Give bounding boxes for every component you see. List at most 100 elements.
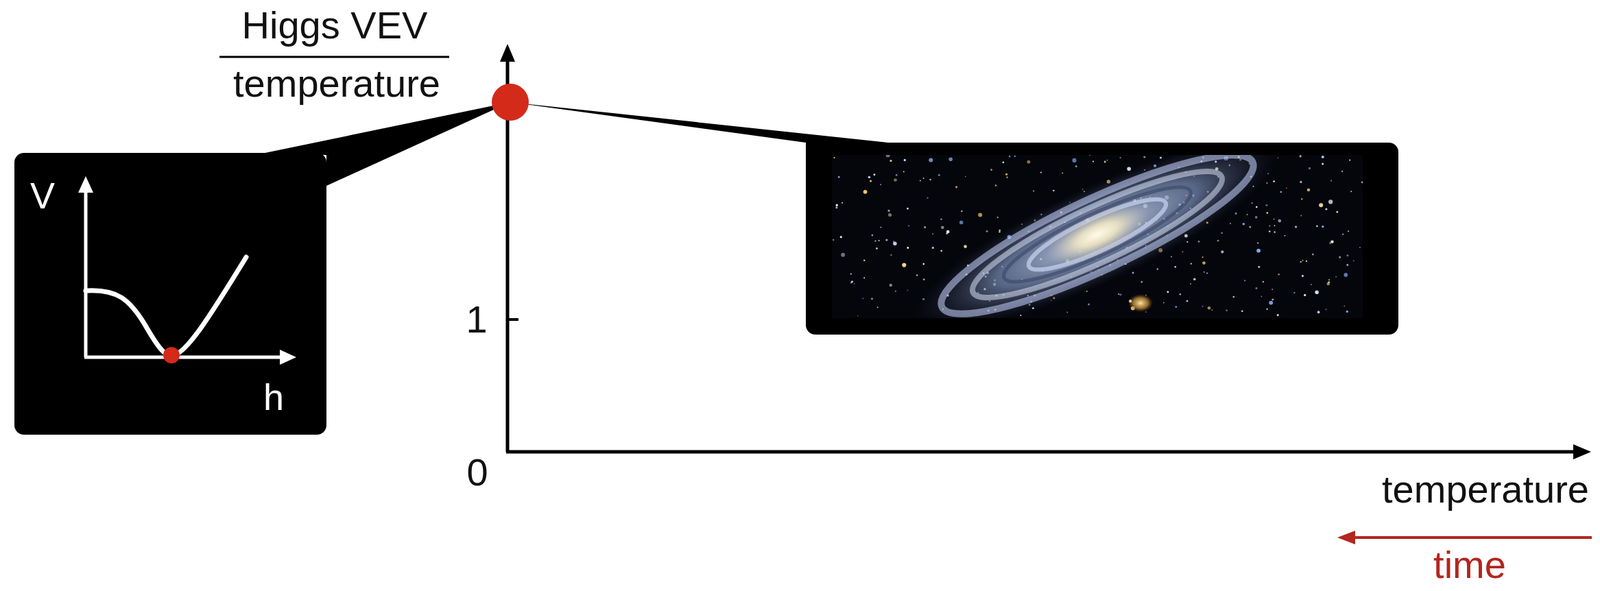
star <box>1255 206 1258 208</box>
star <box>1119 157 1121 159</box>
star <box>877 240 880 242</box>
star <box>1300 198 1303 200</box>
arrow-head <box>1573 444 1592 460</box>
star <box>1174 305 1177 308</box>
star <box>903 171 905 173</box>
star <box>886 154 891 158</box>
star <box>1014 155 1016 158</box>
star <box>1089 154 1091 156</box>
star <box>862 297 864 300</box>
star <box>1248 226 1251 229</box>
tick-label: 1 <box>465 300 487 339</box>
star <box>1233 296 1235 298</box>
star <box>892 240 895 243</box>
tick-mark <box>507 318 519 321</box>
star <box>879 226 882 228</box>
star <box>1174 266 1177 268</box>
star <box>1316 292 1318 294</box>
companion-galaxy <box>1128 294 1153 313</box>
galaxy <box>897 154 1299 319</box>
star <box>835 206 838 209</box>
time-label: time <box>1433 545 1507 585</box>
star <box>906 207 909 210</box>
star <box>874 240 876 242</box>
star <box>1310 283 1312 286</box>
star <box>1006 176 1009 179</box>
star <box>1008 155 1011 158</box>
star <box>1166 290 1169 293</box>
star <box>890 254 892 256</box>
star <box>928 158 933 163</box>
star <box>923 226 926 229</box>
star <box>1343 272 1348 278</box>
star <box>1156 268 1159 271</box>
arrow-head <box>1337 530 1356 545</box>
star <box>1260 296 1262 298</box>
star <box>986 230 989 233</box>
star <box>1316 225 1319 228</box>
star <box>840 253 845 258</box>
star <box>1220 250 1224 254</box>
star <box>1255 216 1258 219</box>
star <box>1225 309 1227 312</box>
star <box>1277 219 1282 223</box>
star <box>1256 248 1261 254</box>
star <box>1300 215 1302 217</box>
star <box>888 213 892 217</box>
galaxy-halo <box>897 154 1299 319</box>
star <box>1202 305 1204 308</box>
star <box>1314 290 1319 295</box>
star <box>1242 222 1245 225</box>
callout-box <box>805 142 1399 335</box>
star <box>1276 314 1280 317</box>
star <box>1235 212 1238 215</box>
state-dot <box>491 83 529 121</box>
star <box>1359 246 1361 249</box>
star <box>1285 187 1288 189</box>
star <box>1328 199 1333 204</box>
star <box>869 179 872 182</box>
star <box>1143 155 1146 158</box>
star <box>887 209 890 212</box>
star <box>1335 276 1337 278</box>
star <box>1071 158 1077 163</box>
star <box>1193 277 1197 281</box>
star <box>1268 230 1271 233</box>
star <box>1075 165 1078 168</box>
star <box>1311 253 1315 256</box>
star <box>1327 281 1330 284</box>
star <box>960 210 963 213</box>
star <box>1211 309 1214 311</box>
fraction-bar <box>219 56 450 59</box>
star <box>906 246 909 249</box>
star <box>1324 207 1328 210</box>
star <box>1342 233 1344 236</box>
star <box>1026 160 1031 164</box>
star <box>1201 256 1203 258</box>
star <box>1347 230 1349 232</box>
star <box>1262 281 1265 284</box>
star <box>895 174 898 177</box>
star <box>1119 293 1122 296</box>
star <box>838 176 841 179</box>
star <box>1335 211 1339 214</box>
star <box>894 290 897 293</box>
star <box>1317 310 1321 314</box>
star <box>1346 264 1349 267</box>
star <box>1106 159 1109 162</box>
star <box>1066 312 1068 314</box>
star <box>1277 273 1280 276</box>
star <box>1321 162 1324 165</box>
star <box>948 157 953 162</box>
star <box>1346 310 1349 313</box>
star <box>1132 272 1135 275</box>
star <box>938 174 941 177</box>
star <box>1104 160 1107 163</box>
star <box>877 306 879 308</box>
star <box>940 225 945 230</box>
x-axis <box>506 450 1578 455</box>
star <box>903 159 906 162</box>
star <box>893 178 898 182</box>
star <box>1244 279 1246 282</box>
star <box>963 244 967 249</box>
